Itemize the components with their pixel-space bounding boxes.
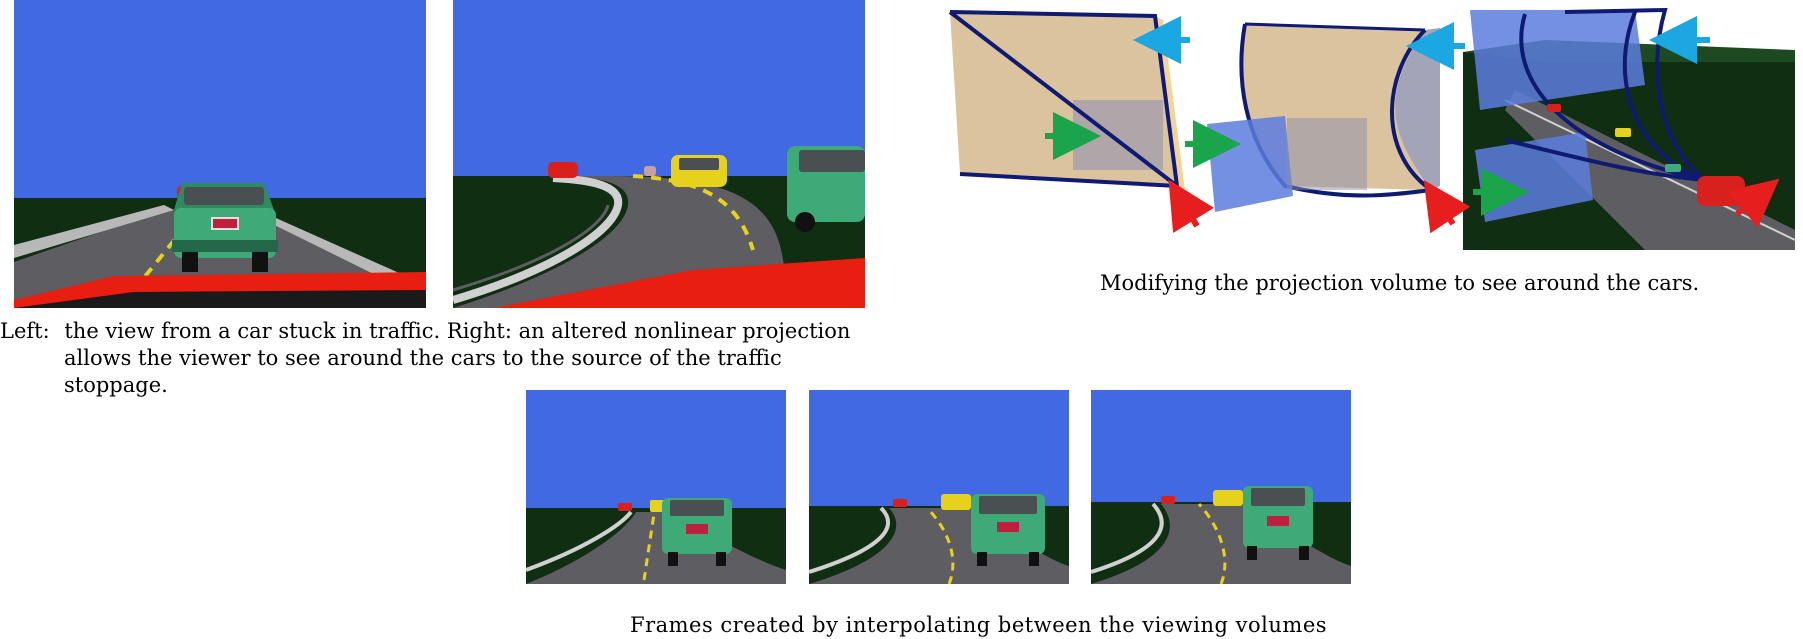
cyan-arrow-icon [1133, 16, 1710, 70]
caption-right: Modifying the projection volume to see a… [1100, 271, 1700, 295]
interpolated-frame-2 [809, 390, 1069, 584]
caption-left-line1: the view from a car stuck in traffic. Ri… [64, 319, 851, 343]
projection-volume-diagram [948, 7, 1795, 250]
caption-left-line2: allows the viewer to see around the cars… [64, 346, 782, 397]
caption-left: Left: the view from a car stuck in traff… [0, 318, 880, 399]
scene-3d [1463, 7, 1795, 250]
frustum-linear [948, 10, 1185, 190]
interpolated-frame-1 [526, 390, 786, 584]
caption-left-label: Left: [0, 319, 50, 343]
traffic-view-right [453, 0, 865, 308]
traffic-view-left [14, 0, 426, 308]
frustum-curved [1207, 22, 1440, 212]
red-arrow-icon [1168, 178, 1780, 234]
interpolated-frame-3 [1091, 390, 1351, 584]
caption-bottom: Frames created by interpolating between … [630, 613, 1328, 637]
green-arrow-icon [1045, 112, 1529, 216]
